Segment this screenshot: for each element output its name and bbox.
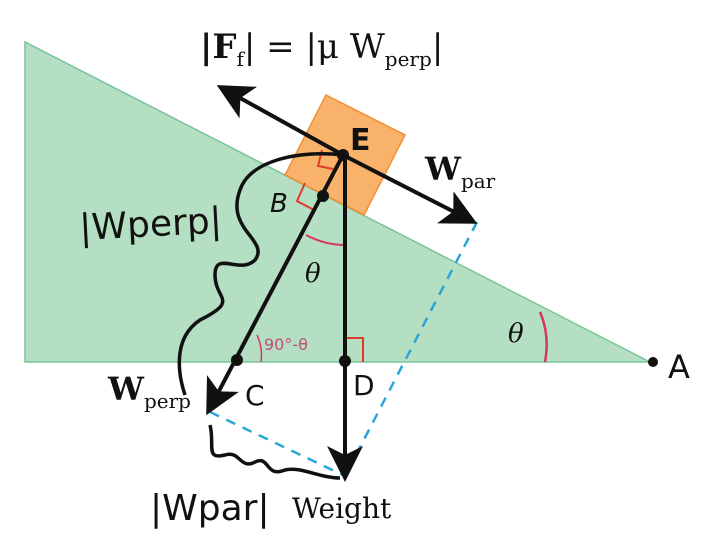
w-par-arrow — [342, 153, 478, 224]
angle-arc-c — [256, 334, 263, 363]
theta-arc-a — [538, 311, 548, 363]
point-e — [337, 149, 349, 161]
point-label-e: E — [350, 123, 371, 158]
weight-label: Weight — [292, 492, 392, 525]
theta-label-top: θ — [305, 259, 321, 289]
w-perp-label: Wperp — [107, 370, 191, 413]
point-label-d: D — [353, 369, 375, 402]
perp-note: |Wperp| — [78, 201, 222, 249]
point-label-a: A — [668, 348, 690, 386]
theta-label-a: θ — [508, 319, 524, 349]
par-note: |Wpar| — [150, 488, 270, 529]
friction-arrow — [216, 85, 344, 157]
point-label-c: C — [245, 379, 265, 412]
point-c — [231, 354, 243, 366]
perp-brace — [177, 152, 344, 396]
angle-note: 90°-θ — [264, 335, 308, 354]
theta-arc-top — [305, 234, 346, 246]
dashed-line-perp — [209, 410, 346, 478]
dashed-line-par — [343, 221, 479, 477]
friction-equation: |Ff| = |μ Wperp| — [200, 27, 443, 71]
w-par-label: Wpar — [424, 150, 496, 193]
point-a — [648, 357, 658, 367]
right-angle-mark-b — [295, 182, 315, 211]
point-label-b: B — [270, 189, 288, 219]
right-angle-mark-d — [345, 337, 364, 362]
par-brace — [208, 424, 341, 480]
point-b — [317, 190, 329, 202]
point-d — [339, 355, 351, 367]
